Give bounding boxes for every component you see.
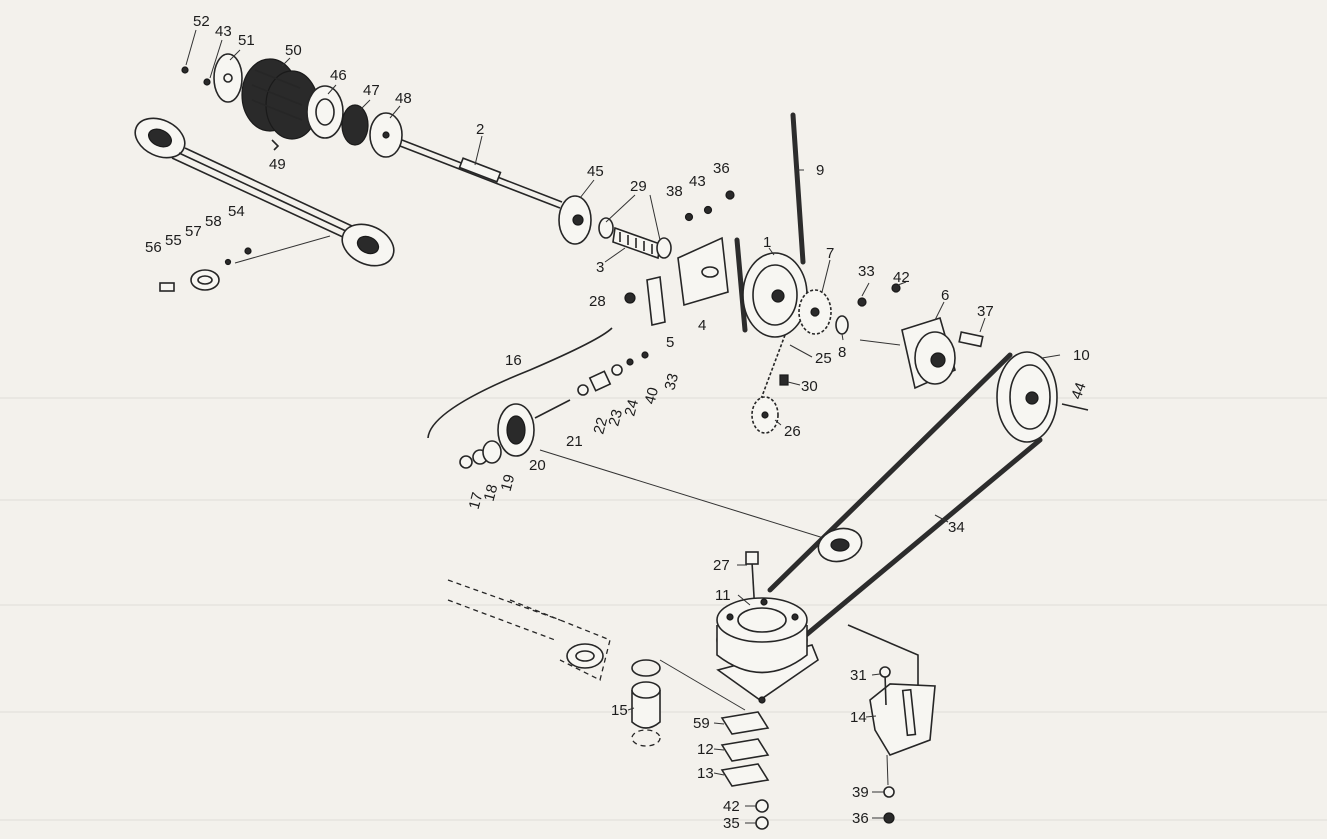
- label-43b: 43: [689, 173, 706, 190]
- label-42b: 42: [723, 798, 740, 815]
- upper-pulley-sprocket: [734, 112, 901, 338]
- label-44: 44: [1068, 380, 1090, 401]
- label-31: 31: [850, 667, 867, 684]
- label-34: 34: [948, 519, 965, 536]
- label-15: 15: [611, 702, 628, 719]
- main-shaft: [399, 139, 563, 209]
- label-37: 37: [977, 303, 994, 320]
- label-39: 39: [852, 784, 869, 801]
- frame-mount-dashed: [447, 579, 746, 747]
- label-49: 49: [269, 156, 286, 173]
- label-14: 14: [850, 709, 867, 726]
- label-12: 12: [697, 741, 714, 758]
- label-46: 46: [330, 67, 347, 84]
- mounting-plates: [720, 711, 770, 830]
- label-40: 40: [641, 386, 662, 407]
- side-bracket: [847, 624, 936, 824]
- label-59: 59: [693, 715, 710, 732]
- label-36a: 36: [713, 160, 730, 177]
- label-4: 4: [698, 317, 706, 334]
- clamp-parts: [159, 247, 252, 292]
- label-18: 18: [481, 483, 502, 504]
- label-26: 26: [784, 423, 801, 440]
- label-25: 25: [815, 350, 832, 367]
- label-57: 57: [185, 223, 202, 240]
- label-17: 17: [466, 491, 487, 512]
- label-43a: 43: [215, 23, 232, 40]
- label-10: 10: [1073, 347, 1090, 364]
- leader-lines: [185, 29, 1061, 824]
- label-9: 9: [816, 162, 824, 179]
- belt-idler-pulley: [817, 527, 863, 563]
- label-54: 54: [228, 203, 245, 220]
- label-58: 58: [205, 213, 222, 230]
- label-48: 48: [395, 90, 412, 107]
- label-51: 51: [238, 32, 255, 49]
- label-55: 55: [165, 232, 182, 249]
- label-8: 8: [838, 344, 846, 361]
- label-5: 5: [666, 334, 674, 351]
- idler-assembly: [427, 327, 831, 541]
- bearing-flange: [558, 195, 672, 260]
- label-38: 38: [666, 183, 683, 200]
- slip-clutch-assembly: [181, 53, 403, 158]
- label-35: 35: [723, 815, 740, 832]
- part-labels: 1 2 3 4 5 6 7 8 9 10 11 12 13 14 15 16 1…: [145, 13, 1090, 832]
- label-20: 20: [529, 457, 546, 474]
- label-1: 1: [763, 234, 771, 251]
- label-29: 29: [630, 178, 647, 195]
- label-50: 50: [285, 42, 302, 59]
- label-3: 3: [596, 259, 604, 276]
- label-11: 11: [715, 587, 731, 604]
- bearing-housing: [859, 316, 984, 390]
- label-27: 27: [713, 557, 730, 574]
- label-33b: 33: [661, 372, 682, 393]
- large-pulley-belt: [767, 351, 1089, 643]
- label-2: 2: [476, 121, 484, 138]
- label-24: 24: [621, 398, 642, 419]
- label-16: 16: [505, 352, 522, 369]
- drive-chain: [751, 334, 789, 434]
- label-33a: 33: [858, 263, 875, 280]
- label-47: 47: [363, 82, 380, 99]
- label-52: 52: [193, 13, 210, 30]
- background-table-lines: [0, 397, 1327, 821]
- label-56: 56: [145, 239, 162, 256]
- label-23: 23: [605, 408, 626, 429]
- label-19: 19: [498, 473, 519, 494]
- label-7: 7: [826, 245, 834, 262]
- label-22: 22: [590, 416, 611, 437]
- label-28: 28: [589, 293, 606, 310]
- pto-drive-shaft: [134, 117, 395, 267]
- label-30: 30: [801, 378, 818, 395]
- label-13: 13: [697, 765, 714, 782]
- label-42a: 42: [893, 269, 910, 286]
- label-45: 45: [587, 163, 604, 180]
- label-6: 6: [941, 287, 949, 304]
- gearbox-unit: [716, 551, 819, 704]
- label-36b: 36: [852, 810, 869, 827]
- mounting-bracket: [624, 190, 735, 326]
- label-21: 21: [566, 433, 583, 450]
